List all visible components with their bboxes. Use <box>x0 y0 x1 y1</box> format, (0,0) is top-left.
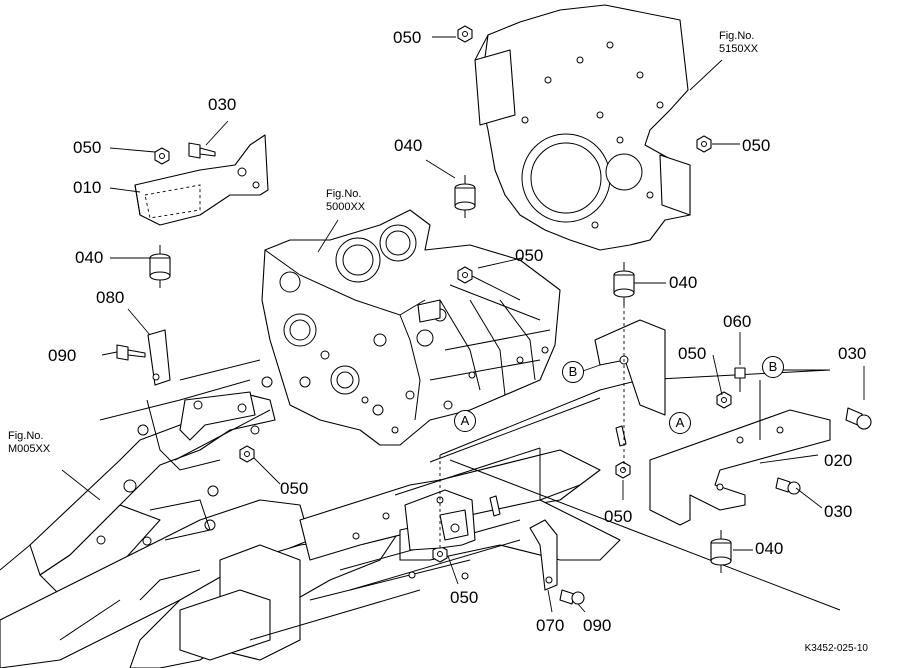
circle-callout-b: B <box>562 361 584 383</box>
part-label-020: 020 <box>824 451 853 470</box>
fig-ref-5000: Fig.No. 5000XX <box>326 188 365 213</box>
part-label-040: 040 <box>755 539 784 558</box>
part-label-050: 050 <box>393 28 422 47</box>
mount-040-upper <box>454 175 476 218</box>
circle-callout-a: A <box>454 410 476 432</box>
right-angle-bracket-020 <box>649 380 831 526</box>
front-mount-bracket <box>404 455 476 551</box>
leader-lines <box>61 36 865 613</box>
part-label-050: 050 <box>678 344 707 363</box>
part-label-050: 050 <box>450 588 479 607</box>
fig-ref-label: Fig.No. <box>719 30 755 42</box>
mount-040-right <box>613 262 635 305</box>
part-label-040: 040 <box>669 273 698 292</box>
fig-ref-label: Fig.No. <box>8 430 44 442</box>
part-label-050: 050 <box>73 138 102 157</box>
fig-ref-number: 5150XX <box>719 42 759 55</box>
part-label-050: 050 <box>515 246 544 265</box>
part-label-030: 030 <box>824 502 853 521</box>
frame-rails <box>174 369 841 611</box>
fig-ref-m005: Fig.No. M005XX <box>8 430 50 455</box>
circle-callout-b: B <box>762 356 784 378</box>
part-label-060: 060 <box>723 312 752 331</box>
part-label-050: 050 <box>604 507 633 526</box>
drawing-code: K3452-025-10 <box>804 643 868 654</box>
part-label-050: 050 <box>280 479 309 498</box>
mount-040-left <box>149 245 171 288</box>
circle-callout-a: A <box>669 412 691 434</box>
part-label-040: 040 <box>394 136 423 155</box>
bracket-010 <box>134 134 269 226</box>
engine-block <box>261 209 561 446</box>
part-label-050: 050 <box>742 136 771 155</box>
mount-040-lower <box>710 530 732 573</box>
part-label-090: 090 <box>48 346 77 365</box>
part-label-070: 070 <box>536 616 565 635</box>
part-label-030: 030 <box>208 95 237 114</box>
fasteners <box>116 25 872 605</box>
fig-ref-number: 5000XX <box>326 200 366 213</box>
bracket-080 <box>147 329 171 386</box>
fig-ref-label: Fig.No. <box>326 188 362 200</box>
right-mount-bracket <box>594 305 666 470</box>
flywheel-housing <box>474 4 691 251</box>
part-label-090: 090 <box>583 616 612 635</box>
fig-ref-number: M005XX <box>8 442 51 455</box>
bracket-070 <box>529 519 558 591</box>
part-label-010: 010 <box>73 178 102 197</box>
part-label-080: 080 <box>96 288 125 307</box>
part-label-040: 040 <box>75 248 104 267</box>
fig-ref-5150: Fig.No. 5150XX <box>719 30 758 55</box>
part-label-030: 030 <box>838 344 867 363</box>
